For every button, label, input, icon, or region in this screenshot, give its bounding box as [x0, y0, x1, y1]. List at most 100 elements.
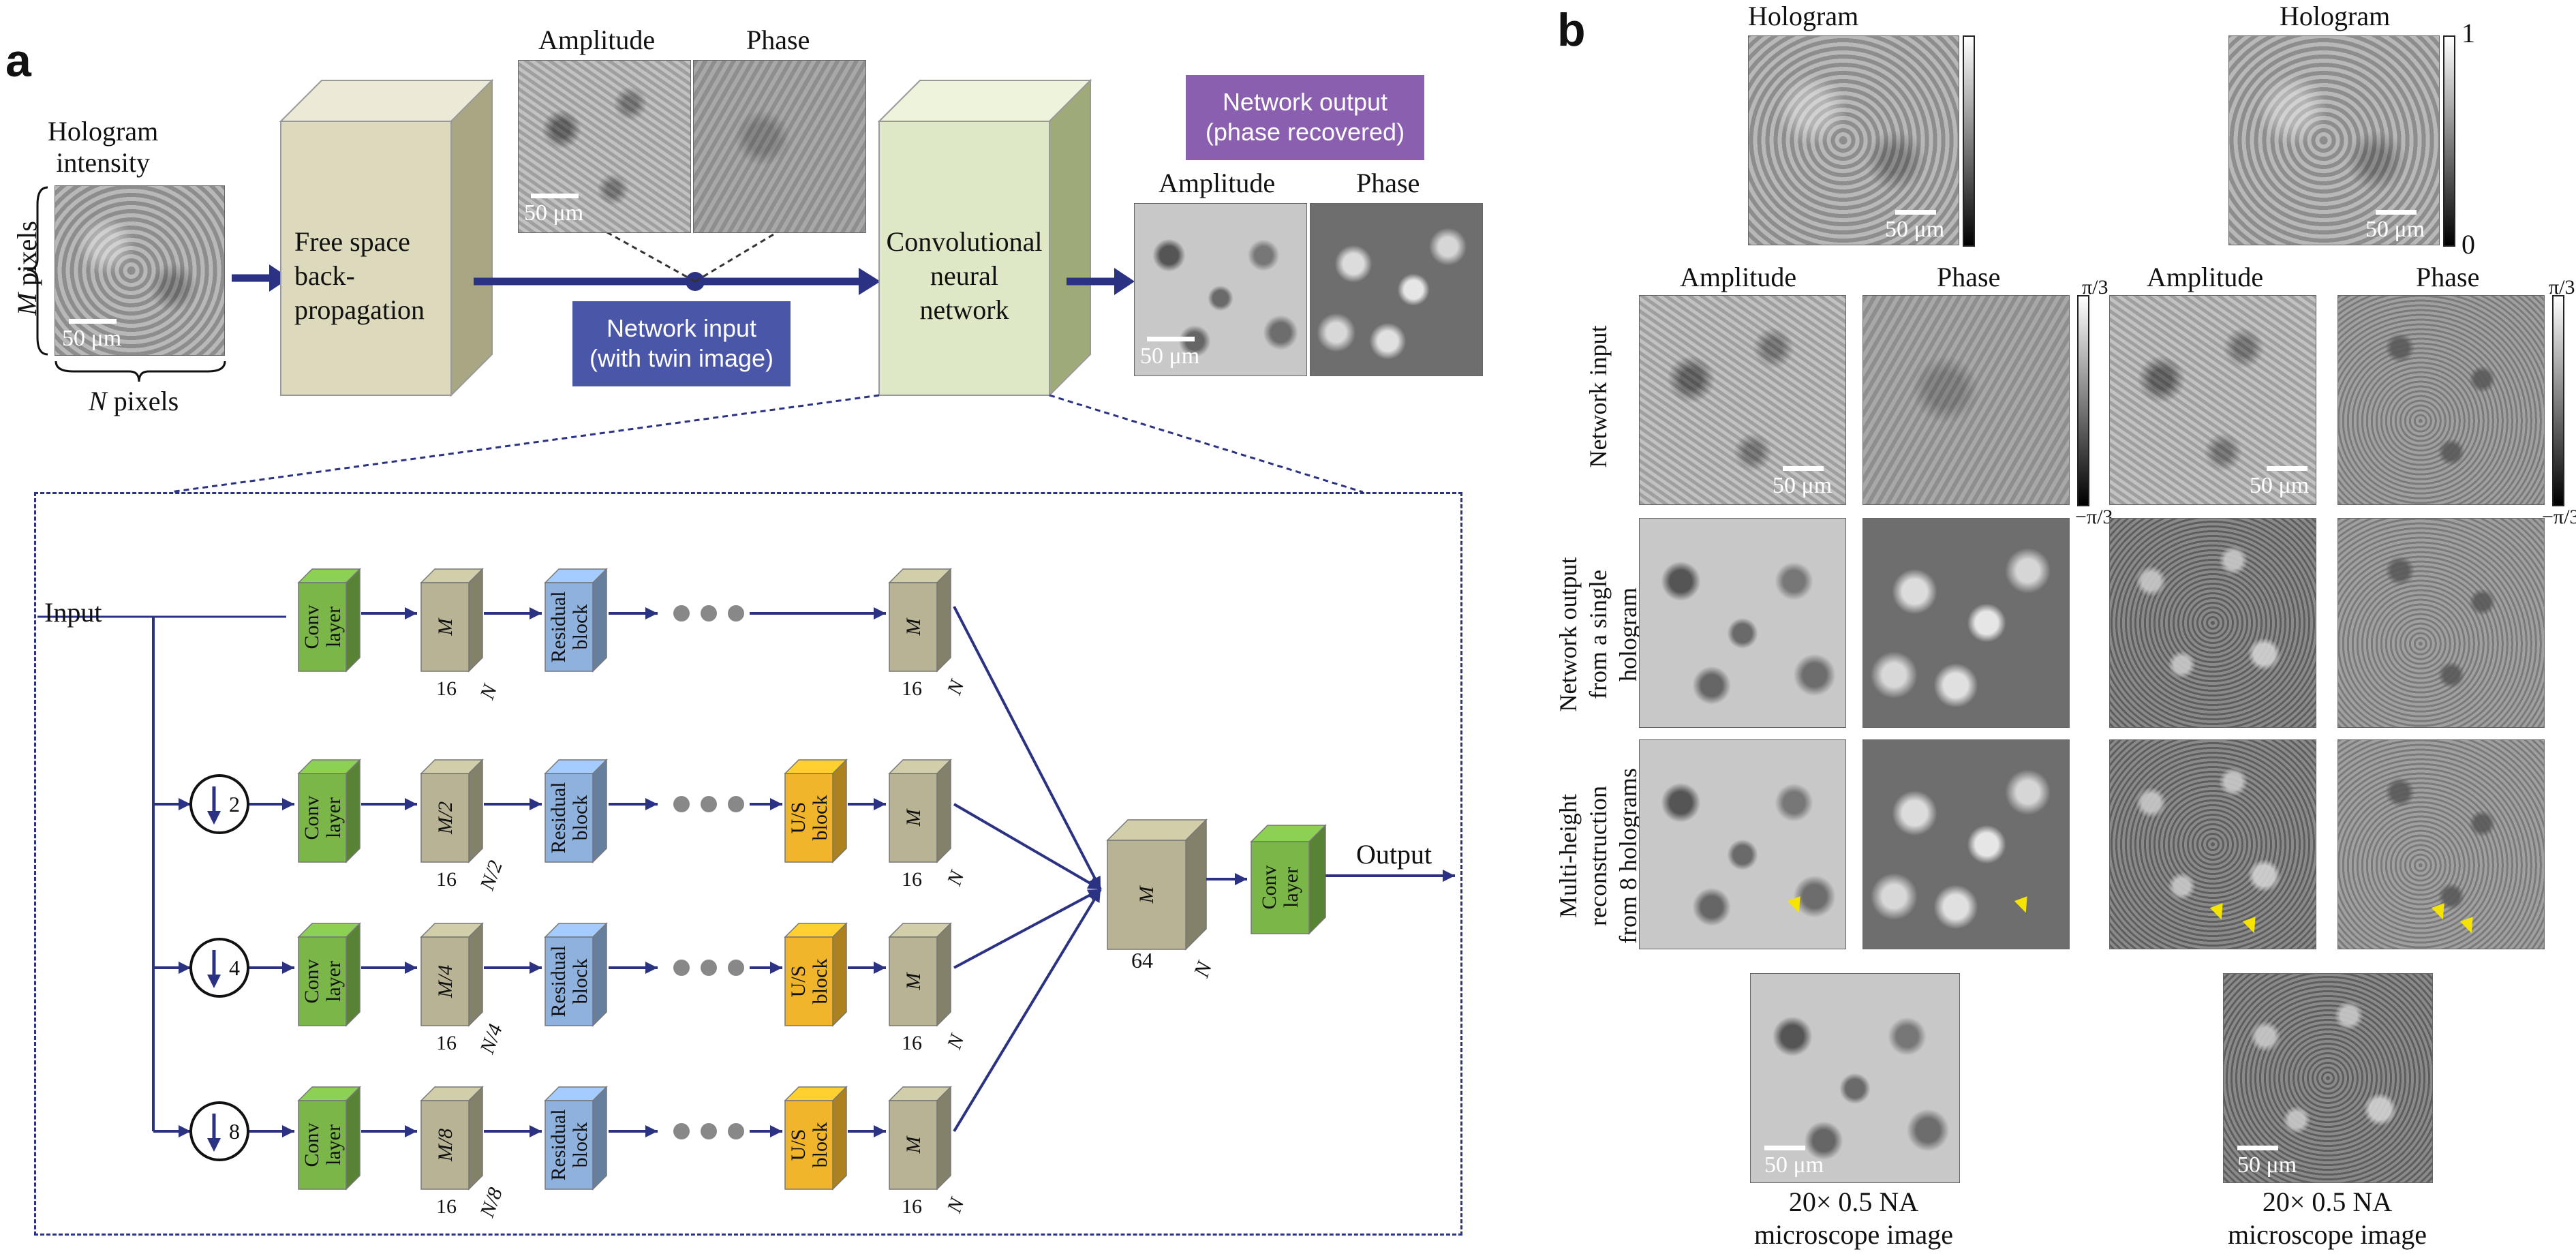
downsample-factor-1: 2 — [229, 792, 240, 816]
m-to-res-arrow-3-head — [530, 1125, 542, 1137]
merge-channels-label: 64 — [1131, 948, 1153, 972]
colorbar-hologram-2 — [2443, 35, 2455, 247]
to-merge-arrow-3 — [953, 888, 1102, 1133]
merge-block — [1107, 840, 1186, 950]
conv-block-3-side — [346, 1086, 361, 1191]
residual-label-0: Residualblock — [547, 592, 592, 663]
colorbar-hologram-1 — [1963, 35, 1975, 247]
panel-a-letter: a — [5, 35, 31, 87]
panel-b-letter: b — [1557, 4, 1586, 56]
dot-3-1 — [701, 1123, 717, 1139]
branch-arrow-2-head — [179, 962, 191, 974]
m-last-block-1-side — [936, 759, 951, 863]
m-label-1: M/2 — [434, 801, 457, 835]
scale-label: 50 μm — [524, 200, 584, 226]
m-block-2-side — [468, 922, 483, 1027]
phase-out-label: Phase — [1356, 168, 1420, 198]
network-input-phase-image — [693, 60, 866, 233]
scale-label: 50 μm — [2365, 217, 2425, 242]
scale-label: 50 μm — [1885, 217, 1945, 242]
n-label-0: N — [476, 680, 502, 703]
b-network-output-phase-1 — [1862, 518, 2070, 728]
dot-0-2 — [728, 605, 744, 622]
residual-block-2-side — [592, 922, 607, 1027]
merge-m-label: M — [1135, 885, 1158, 904]
dots-to-m-arrow-0-head — [874, 607, 886, 619]
m-block-1 — [420, 773, 470, 863]
microscope-label-1: 20× 0.5 NA microscope image — [1753, 1186, 1954, 1250]
us-block-1 — [784, 773, 833, 863]
final-conv-block-side — [1308, 824, 1326, 935]
m-last-label-2: M — [902, 972, 925, 991]
us-block-3-side — [832, 1086, 847, 1191]
network-input-label: Network input (with twin image) — [589, 314, 774, 372]
m-block-2 — [420, 936, 470, 1026]
dot-0-1 — [701, 605, 717, 622]
b-network-input-amplitude-2: 50 μm — [2109, 295, 2316, 505]
m-last-block-0 — [889, 582, 938, 672]
to-conv-arrow-1-head — [282, 798, 294, 810]
scale-label: 50 μm — [1140, 343, 1200, 369]
us-to-m-arrow-1-head — [874, 798, 886, 810]
dot-3-0 — [673, 1123, 690, 1139]
channels-label-3: 16 — [436, 1195, 457, 1218]
channels-last-label-3: 16 — [902, 1195, 922, 1218]
to-merge-arrow-3-head — [1088, 889, 1101, 904]
m-last-label-1: M — [902, 808, 925, 827]
input-label: Input — [44, 597, 102, 628]
dot-2-1 — [701, 960, 717, 976]
b-network-output-amplitude-1 — [1639, 518, 1846, 728]
yellow-arrow — [2459, 917, 2479, 936]
colorbar-phase-1-max: π/3 — [2082, 276, 2109, 298]
channels-label-2: 16 — [436, 1032, 457, 1054]
row-label-multi-height: Multi-height reconstruction from 8 holog… — [1554, 768, 1642, 944]
m-last-block-1 — [889, 773, 938, 863]
residual-block-1-side — [592, 759, 607, 863]
us-block-1-side — [832, 759, 847, 863]
dots-to-us-arrow-3-head — [770, 1125, 782, 1137]
m-to-res-arrow-1-head — [530, 798, 542, 810]
us-block-3 — [784, 1100, 833, 1190]
network-architecture-frame — [34, 492, 1462, 1236]
colorbar-phase-2-min: −π/3 — [2542, 506, 2576, 528]
m-label-3: M/8 — [434, 1129, 457, 1162]
hologram-intensity-label: Hologram intensity — [48, 116, 159, 178]
downsample-circle-1 — [189, 774, 249, 834]
yellow-arrow — [2242, 917, 2261, 936]
us-to-m-arrow-2-head — [874, 962, 886, 974]
to-merge-arrow-2 — [953, 888, 1101, 969]
amplitude-header-1: Amplitude — [1680, 262, 1797, 292]
m-last-block-3-side — [936, 1086, 951, 1191]
amplitude-header-2: Amplitude — [2147, 262, 2264, 292]
final-conv-label: Convlayer — [1258, 865, 1302, 909]
downsample-factor-2: 4 — [229, 955, 240, 980]
dots-to-us-arrow-2-head — [770, 962, 782, 974]
residual-label-1: Residualblock — [547, 782, 592, 854]
b-network-input-phase-1 — [1862, 295, 2070, 505]
n-last-label-0: N — [942, 676, 969, 699]
phase-header-2: Phase — [2416, 262, 2480, 292]
us-block-2-side — [832, 922, 847, 1027]
m-label-0: M — [434, 617, 457, 637]
b-multi-height-amplitude-2 — [2109, 739, 2316, 949]
network-input-amplitude-image: 50 μm — [518, 60, 691, 233]
hologram-label-1: Hologram — [1748, 1, 1859, 31]
merge-block-side — [1185, 818, 1207, 951]
b-network-input-phase-2 — [2337, 295, 2545, 505]
dot-2-0 — [673, 960, 690, 976]
us-block-2 — [784, 936, 833, 1026]
res-to-dots-arrow-3-head — [645, 1125, 658, 1137]
m-last-block-0-side — [936, 568, 951, 673]
m-block-0-side — [468, 568, 483, 673]
channels-last-label-0: 16 — [902, 677, 922, 700]
channels-last-label-2: 16 — [902, 1032, 922, 1054]
scale-label: 50 μm — [62, 326, 122, 351]
downsample-arrow-head-3 — [207, 1138, 221, 1152]
hologram-image-1: 50 μm — [1748, 35, 1959, 245]
free-space-label: Free space back- propagation — [294, 226, 425, 325]
us-to-m-arrow-3-head — [874, 1125, 886, 1137]
to-conv-arrow-2-head — [282, 962, 294, 974]
residual-block-2 — [545, 936, 594, 1026]
m-block-0 — [420, 582, 470, 672]
residual-block-3-side — [592, 1086, 607, 1191]
